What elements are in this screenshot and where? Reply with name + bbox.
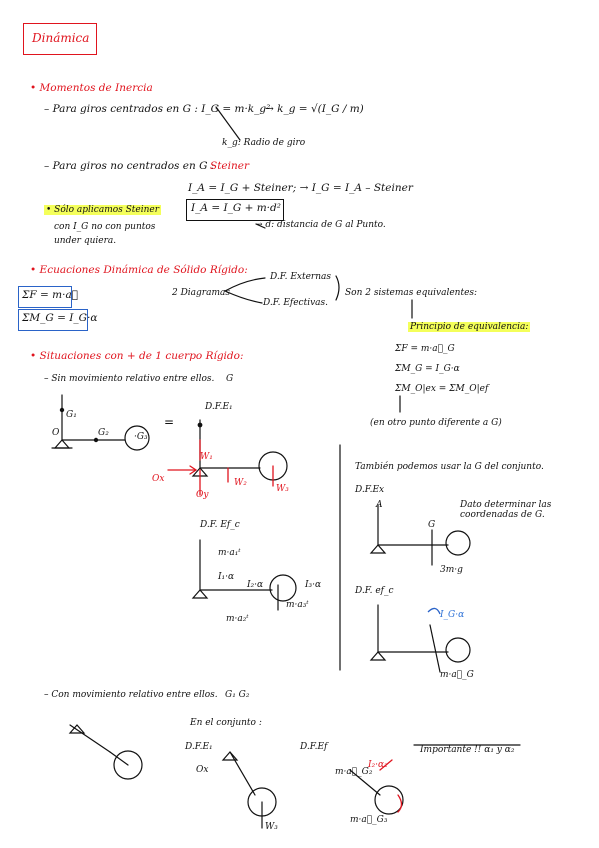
dfe2-label: D.F.E₁	[185, 742, 213, 752]
mg3-label: m·a⃗_G₃	[350, 815, 388, 825]
label-w3: W₃	[276, 484, 289, 494]
box-summ	[18, 309, 88, 331]
label-g2: G₂	[98, 428, 109, 438]
sub-sin-movimiento: – Sin movimiento relativo entre ellos.	[44, 374, 215, 384]
line-giros-centrados: – Para giros centrados en G : I_G = m·k_…	[44, 103, 271, 115]
label-ox: Ox	[152, 474, 165, 484]
label-o: O	[52, 428, 60, 438]
dfe-label: D.F.E₁	[205, 402, 233, 412]
label-g1: G₁	[66, 410, 77, 420]
label-ma3: m·a₃ᵗ	[286, 600, 309, 610]
dfef2-label: D.F. ef_c	[355, 586, 394, 596]
dfef-label: D.F. Ef_c	[200, 520, 240, 530]
label-ig3: I₃·α	[305, 580, 322, 590]
eq-box	[186, 199, 284, 221]
dfef3-label: D.F.Ef	[300, 742, 328, 752]
label-w2: W₂	[234, 478, 247, 488]
label-g: G	[428, 520, 436, 530]
eq-sumf: ΣF = m·a⃗	[22, 289, 79, 301]
df-externas: D.F. Externas	[270, 272, 331, 282]
badge-g: G	[226, 374, 234, 384]
note-steiner: • Sólo aplicamos Steiner	[44, 205, 162, 215]
badge-g1g2: G₁ G₂	[225, 690, 250, 700]
dato-note: Dato determinar las coordenadas de G.	[460, 500, 552, 520]
sub-con-movimiento: – Con movimiento relativo entre ellos.	[44, 690, 218, 700]
d-note: → d: distancia de G al Punto.	[255, 220, 386, 230]
sistemas-equivalentes: Son 2 sistemas equivalentes:	[345, 288, 478, 298]
dos-diagramas: 2 Diagramas	[172, 288, 230, 298]
line-kg: → k_g = √(I_G / m)	[265, 103, 364, 115]
ig-alpha-label: I_G·α	[440, 610, 465, 620]
p3: ΣM_O|ex = ΣM_O|ef	[395, 384, 489, 394]
equals-sign: =	[164, 415, 175, 429]
steiner-word: Steiner	[210, 160, 249, 172]
importante: Importante !! α₁ y α₂	[420, 745, 515, 755]
label-ig2: I₂·α	[247, 580, 264, 590]
box-sumf	[18, 286, 72, 308]
p4: (en otro punto diferente a G)	[370, 418, 502, 428]
p1: ΣF = m·a⃗_G	[395, 344, 455, 354]
en-conjunto: En el conjunto :	[190, 718, 262, 728]
page-title: Dinámica	[32, 31, 90, 45]
mg-label: 3m·g	[440, 565, 463, 575]
heading-ecuaciones: • Ecuaciones Dinámica de Sólido Rígido:	[30, 264, 248, 276]
mg2-label: m·a⃗_G₂	[335, 767, 373, 777]
label-ma1: m·a₁ᵗ	[218, 548, 241, 558]
label-g3: ·G₃	[134, 432, 148, 442]
heading-momentos: • Momentos de Inercia	[30, 82, 153, 94]
df-efectivas: D.F. Efectivas.	[263, 298, 329, 308]
title-box	[23, 23, 97, 55]
heading-situaciones: • Situaciones con + de 1 cuerpo Rígido:	[30, 350, 244, 362]
label-a: A	[376, 500, 383, 510]
note-highlight: • Sólo aplicamos Steiner	[44, 205, 162, 215]
mag-label: m·a⃗_G	[440, 670, 474, 680]
ox2-label: Ox	[196, 765, 209, 775]
eq-steiner-1: I_A = I_G + Steiner; → I_G = I_A – Stein…	[188, 182, 413, 194]
i2a2-label: I₂·α₂	[368, 760, 388, 770]
note-line-3: under quiera.	[54, 236, 117, 246]
p2: ΣM_G = I_G·α	[395, 364, 460, 374]
w3-bottom-label: W₃	[265, 822, 278, 832]
dfex-label: D.F.Ex	[355, 485, 385, 495]
label-oy: Oy	[196, 490, 209, 500]
eq-steiner-2: I_A = I_G + m·d²	[191, 202, 281, 214]
eq-summ: ΣM_G = I_G·α	[22, 312, 98, 324]
label-ma2: m·a₂ᵗ	[226, 614, 249, 624]
label-ig1: I₁·α	[218, 572, 235, 582]
principio-highlight: Principio de equivalencia:	[408, 322, 531, 332]
principio: Principio de equivalencia:	[408, 322, 531, 332]
line-giros-no-centrados: – Para giros no centrados en G :	[44, 160, 215, 172]
right-note: También podemos usar la G del conjunto.	[355, 462, 544, 472]
kg-note: k_g: Radio de giro	[222, 138, 306, 148]
label-w1: W₁	[200, 452, 213, 462]
note-line-2: con I_G no con puntos	[54, 222, 156, 232]
